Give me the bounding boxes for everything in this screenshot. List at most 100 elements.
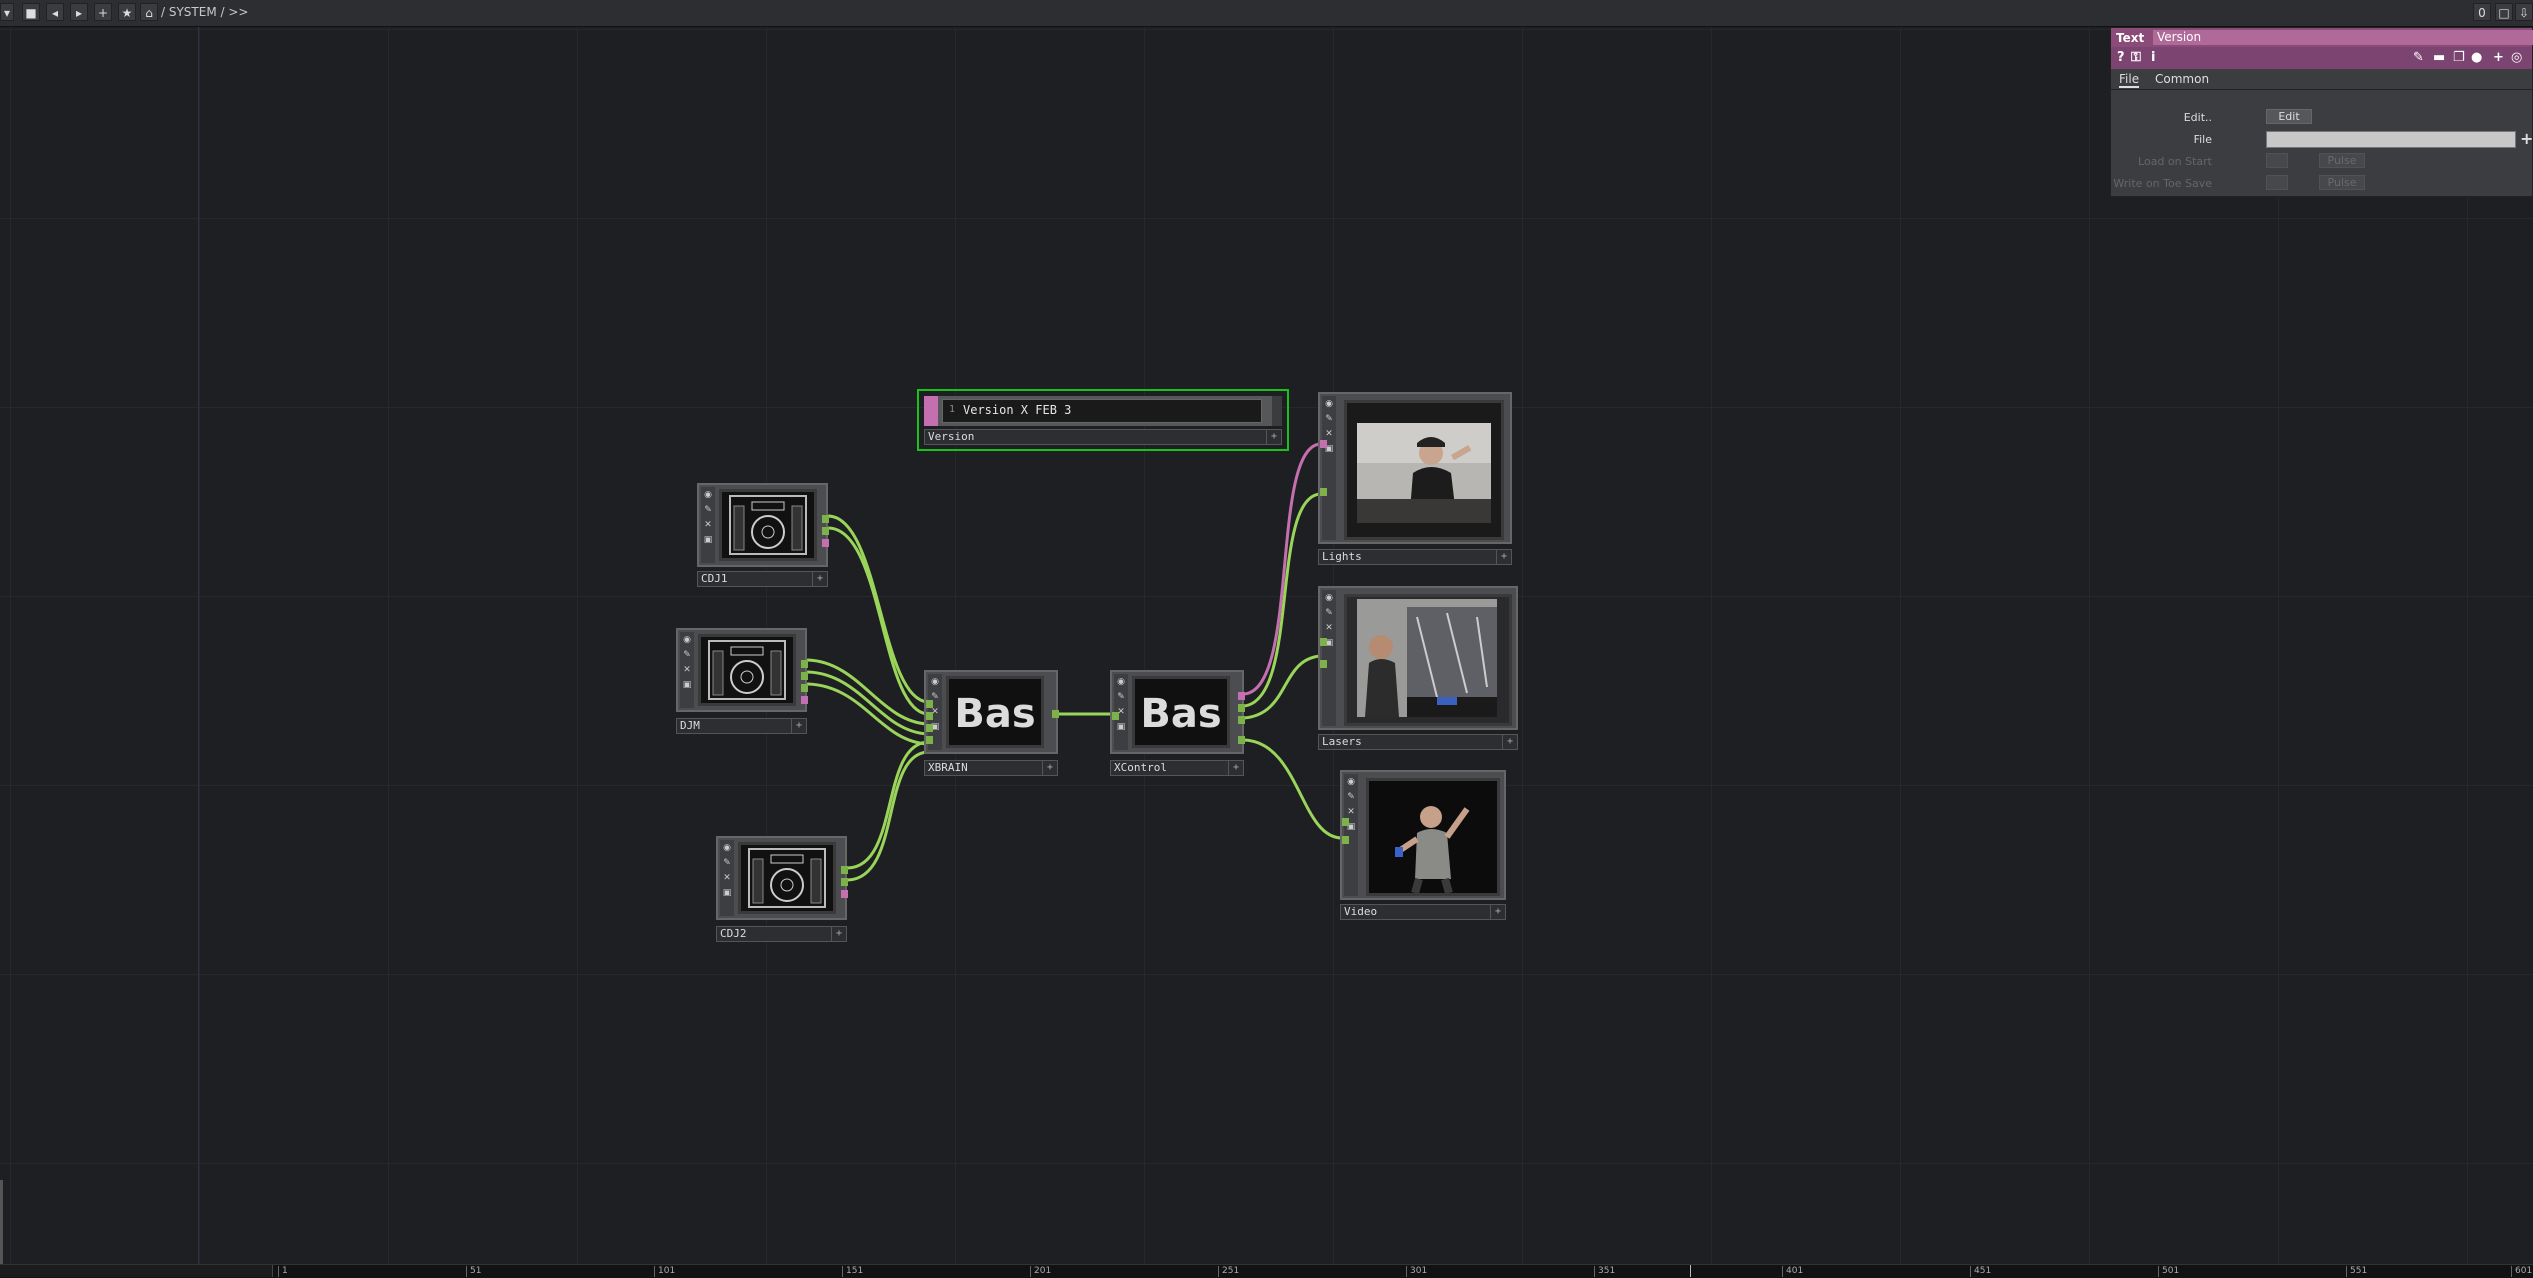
python-help-icon[interactable]: ⚿ — [2131, 50, 2141, 65]
edit-icon[interactable]: ✎ — [1347, 792, 1355, 802]
xbrain-output[interactable] — [1052, 710, 1059, 718]
cdj1-output-1[interactable] — [822, 515, 829, 523]
viewer-toggle-icon[interactable]: ◉ — [723, 843, 731, 853]
stop-icon[interactable]: ■ — [22, 3, 40, 21]
xcontrol-output-1[interactable] — [1238, 692, 1245, 700]
edit-icon[interactable]: ✎ — [723, 858, 731, 868]
edit-icon[interactable]: ✎ — [1117, 692, 1125, 702]
lasers-plus-icon[interactable]: + — [1502, 735, 1517, 749]
target-icon[interactable]: ◎ — [2511, 50, 2523, 65]
lights-label[interactable]: Lights+ — [1318, 549, 1512, 565]
viewer-toggle-icon[interactable]: ◉ — [1347, 777, 1355, 787]
cdj2-plus-icon[interactable]: + — [831, 927, 846, 941]
viewer-toggle-icon[interactable]: ◉ — [1117, 677, 1125, 687]
cdj2-output-3[interactable] — [841, 890, 848, 898]
djm-plus-icon[interactable]: + — [791, 719, 806, 733]
pane-count[interactable]: 0 — [2473, 3, 2491, 21]
clone-icon[interactable]: ❐ — [2453, 50, 2465, 65]
tab-common[interactable]: Common — [2155, 72, 2210, 86]
djm-output-3[interactable] — [801, 684, 808, 692]
tab-file[interactable]: File — [2119, 72, 2140, 88]
menu-arrow-icon[interactable]: ▾ — [0, 3, 14, 21]
back-icon[interactable]: ◂ — [46, 3, 64, 21]
bypass-icon[interactable]: ✕ — [1325, 623, 1333, 633]
bypass-icon[interactable]: ✕ — [723, 873, 731, 883]
write-toggle[interactable] — [2266, 175, 2288, 190]
info-icon[interactable]: i — [2151, 50, 2156, 65]
lights-input-2[interactable] — [1320, 488, 1327, 496]
load-pulse-button[interactable]: Pulse — [2319, 153, 2365, 168]
vertical-scroll-handle[interactable] — [0, 1180, 3, 1264]
lasers-label[interactable]: Lasers+ — [1318, 734, 1518, 750]
edit-icon[interactable]: ✎ — [1325, 414, 1333, 424]
edit-icon[interactable]: ✎ — [931, 692, 939, 702]
xbrain-plus-icon[interactable]: + — [1042, 761, 1057, 775]
lights-input-1[interactable] — [1320, 440, 1327, 448]
edit-icon[interactable]: ✎ — [683, 650, 691, 660]
playhead[interactable] — [1690, 1265, 1691, 1277]
add-param-icon[interactable]: + — [2493, 50, 2504, 65]
home-icon[interactable]: ⌂ — [140, 3, 158, 21]
cdj2-output-2[interactable] — [841, 878, 848, 886]
operator-name-field[interactable]: Version — [2153, 30, 2533, 45]
breadcrumb[interactable]: / SYSTEM / >> — [161, 5, 249, 19]
help-icon[interactable]: ? — [2117, 50, 2125, 65]
djm-output-2[interactable] — [801, 672, 808, 680]
bypass-icon[interactable]: ✕ — [1347, 807, 1355, 817]
edit-icon[interactable]: ✎ — [704, 505, 712, 515]
file-input[interactable] — [2266, 131, 2516, 148]
xbrain-input-1[interactable] — [926, 700, 933, 708]
lasers-input-2[interactable] — [1320, 660, 1327, 668]
lock-icon[interactable]: ▣ — [1116, 722, 1126, 732]
xcontrol-node[interactable]: ◉✎✕▣ Bas XControl+ — [1110, 670, 1246, 778]
video-input-2[interactable] — [1342, 836, 1349, 844]
version-input-port[interactable] — [924, 396, 938, 426]
cdj1-plus-icon[interactable]: + — [812, 572, 827, 586]
lock-icon[interactable]: ▣ — [930, 722, 940, 732]
star-icon[interactable]: ★ — [118, 3, 136, 21]
load-toggle[interactable] — [2266, 153, 2288, 168]
edit-pencil-icon[interactable]: ✎ — [2413, 50, 2424, 65]
djm-output-1[interactable] — [801, 660, 808, 668]
version-text-node[interactable]: 1 Version X FEB 3 Version + — [917, 389, 1289, 451]
video-label[interactable]: Video+ — [1340, 904, 1506, 920]
xbrain-input-2[interactable] — [926, 712, 933, 720]
xbrain-input-4[interactable] — [926, 736, 933, 744]
viewer-toggle-icon[interactable]: ◉ — [683, 635, 691, 645]
lights-node[interactable]: ◉✎✕▣ Lights+ — [1318, 392, 1514, 568]
maximize-icon[interactable]: □ — [2495, 3, 2513, 21]
xcontrol-plus-icon[interactable]: + — [1228, 761, 1243, 775]
version-output-port[interactable] — [1272, 396, 1282, 426]
lock-icon[interactable]: ▣ — [1324, 638, 1334, 648]
lock-icon[interactable]: ▣ — [722, 888, 732, 898]
lasers-input-1[interactable] — [1320, 638, 1327, 646]
xbrain-input-3[interactable] — [926, 724, 933, 732]
lock-icon[interactable]: ▣ — [682, 680, 692, 690]
write-pulse-button[interactable]: Pulse — [2319, 175, 2365, 190]
viewer-toggle-icon[interactable]: ◉ — [931, 677, 939, 687]
network-editor[interactable] — [0, 27, 2533, 1264]
file-browse-icon[interactable]: + — [2520, 129, 2533, 148]
edit-button[interactable]: Edit — [2266, 109, 2312, 124]
cdj1-label[interactable]: CDJ1+ — [697, 571, 828, 587]
bypass-icon[interactable]: ✕ — [704, 520, 712, 530]
version-plus-icon[interactable]: + — [1266, 430, 1281, 444]
cdj2-output-1[interactable] — [841, 866, 848, 874]
version-label[interactable]: Version + — [924, 429, 1282, 445]
djm-label[interactable]: DJM+ — [676, 718, 807, 734]
lock-icon[interactable]: ▣ — [1346, 822, 1356, 832]
timeline-bar[interactable]: 1 51 101 151 201 251 301 351 401 451 501… — [0, 1264, 2533, 1278]
cdj1-node[interactable]: ◉✎✕▣ CDJ1+ — [697, 483, 832, 588]
djm-output-4[interactable] — [801, 696, 808, 704]
edit-icon[interactable]: ✎ — [1325, 608, 1333, 618]
video-input-1[interactable] — [1342, 818, 1349, 826]
cdj1-output-3[interactable] — [822, 539, 829, 547]
lasers-node[interactable]: ◉✎✕▣ Lasers+ — [1318, 586, 1520, 752]
xbrain-node[interactable]: ◉✎✕▣ Bas XBRAIN+ — [924, 670, 1060, 778]
forward-icon[interactable]: ▸ — [70, 3, 88, 21]
video-node[interactable]: ◉ ✎ ✕ ▣ Video+ — [1340, 770, 1508, 922]
lights-plus-icon[interactable]: + — [1496, 550, 1511, 564]
xcontrol-input[interactable] — [1112, 712, 1119, 720]
cdj1-output-2[interactable] — [822, 527, 829, 535]
add-icon[interactable]: + — [94, 3, 112, 21]
